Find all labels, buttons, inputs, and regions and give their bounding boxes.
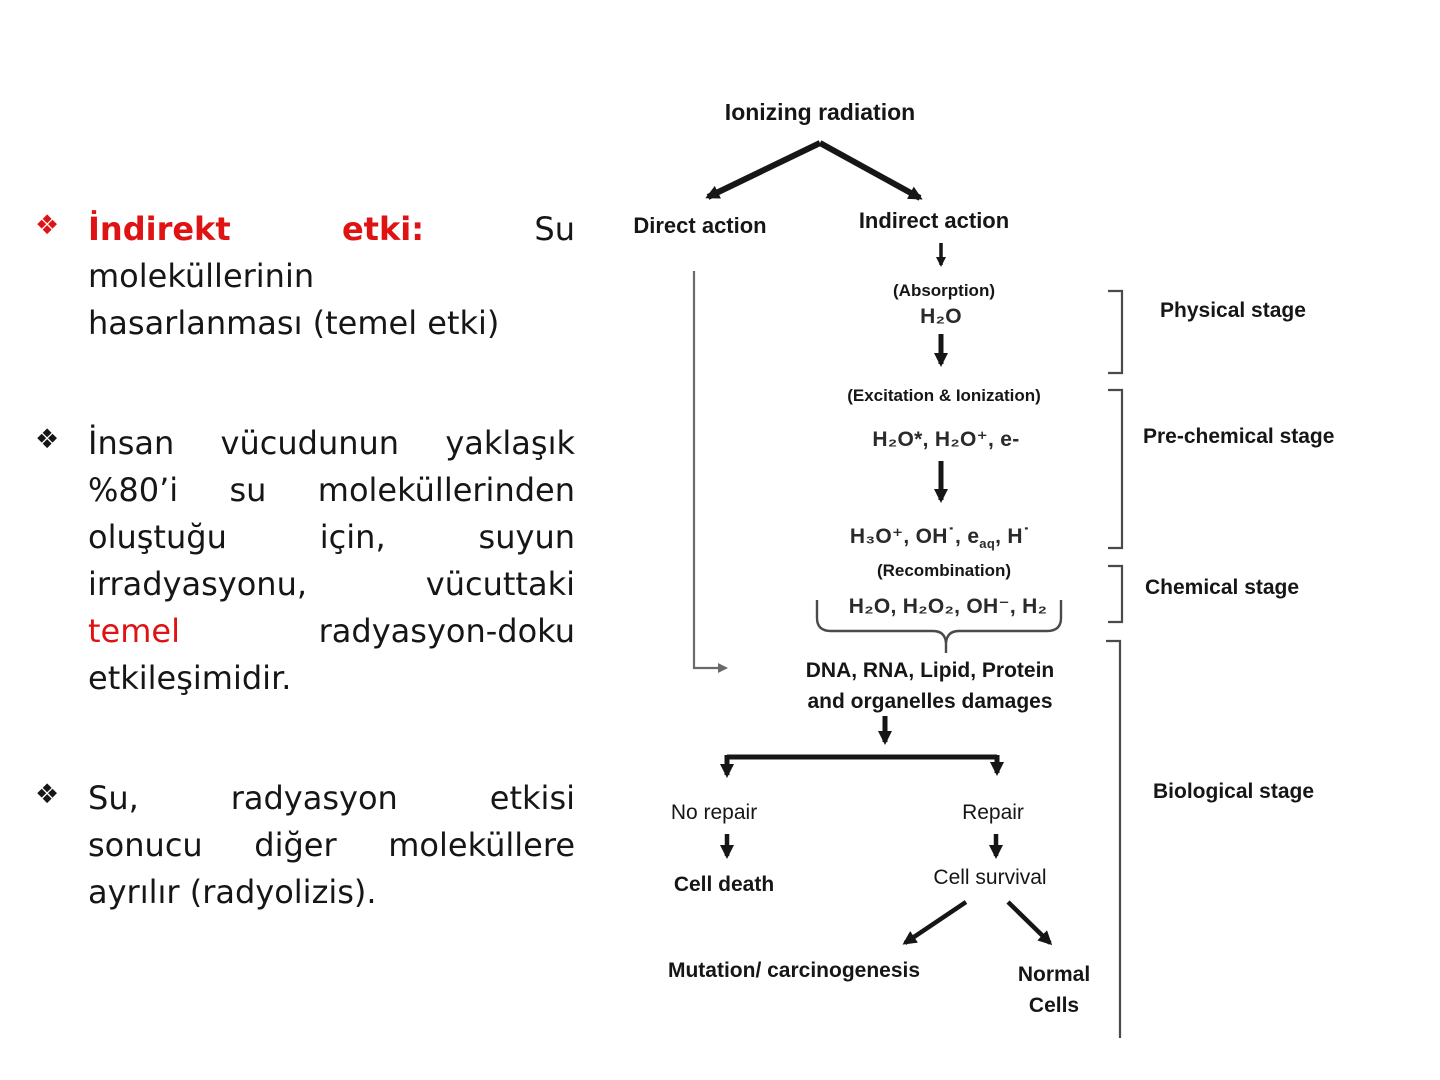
- node-mutation-carcinogenesis: Mutation/ carcinogenesis: [667, 959, 921, 982]
- bracket-biological-stage: [1106, 639, 1122, 1038]
- arrow-survival-to-mutation: [902, 900, 968, 945]
- bullet-insan-vucudu: ❖ İnsan vücudunun yaklaşık %80’i su mole…: [35, 420, 575, 702]
- label-biological-stage: Biological stage: [1153, 780, 1315, 803]
- text-line: etkileşimidir.: [88, 659, 292, 697]
- text-line: İndirekt etki: Su: [88, 210, 576, 248]
- normal-cells-line1: Normal: [1017, 963, 1091, 986]
- bullet-text: Su, radyasyon etkisi sonucu diğer molekü…: [88, 775, 575, 916]
- bullet-text: İnsan vücudunun yaklaşık %80’i su molekü…: [88, 420, 575, 702]
- node-radical-products: H₃O⁺, OH˙, eaq, H˙: [849, 525, 1031, 552]
- text-line: moleküllerinin: [88, 257, 315, 295]
- bullet-text: İndirekt etki: Su moleküllerinin hasarla…: [88, 206, 575, 347]
- arrow-survival-to-normal: [1006, 900, 1053, 946]
- node-damages: DNA, RNA, Lipid, Protein and organelles …: [806, 655, 1055, 717]
- bracket-prechemical-stage: [1108, 388, 1124, 550]
- label-physical-stage: Physical stage: [1160, 299, 1306, 322]
- bracket-chemical-stage: [1108, 564, 1124, 624]
- node-direct-action: Direct action: [633, 213, 767, 238]
- node-absorption-label: (Absorption): [893, 281, 995, 300]
- arrow-ionizing-to-indirect: [818, 140, 923, 201]
- node-h2o: H₂O: [920, 305, 962, 328]
- text-line: sonucu diğer moleküllere: [88, 826, 575, 864]
- label-prechemical-stage: Pre-chemical stage: [1143, 425, 1335, 448]
- normal-cells-line2: Cells: [1028, 994, 1080, 1017]
- bullet-radyolizis: ❖ Su, radyasyon etkisi sonucu diğer mole…: [35, 775, 575, 916]
- damages-line1: DNA, RNA, Lipid, Protein: [805, 659, 1055, 682]
- bullet-indirekt-etki: ❖ İndirekt etki: Su moleküllerinin hasar…: [35, 206, 575, 347]
- node-normal-cells: Normal Cells: [1018, 959, 1090, 1021]
- node-recombination-label: (Recombination): [876, 561, 1012, 580]
- text-line: %80’i su moleküllerinden: [88, 471, 575, 509]
- text-line: oluştuğu için, suyun: [88, 518, 575, 556]
- damages-line2: and organelles damages: [807, 690, 1053, 713]
- node-excitation-label: (Excitation & Ionization): [847, 386, 1041, 405]
- node-cell-death: Cell death: [673, 873, 775, 896]
- node-ionizing-radiation: Ionizing radiation: [724, 99, 916, 125]
- bullet-diamond-icon: ❖: [35, 424, 60, 455]
- text-line: Su, radyasyon etkisi: [88, 779, 575, 817]
- node-excitation-products: H₂O*, H₂O⁺, e-: [872, 428, 1020, 451]
- text-line: ayrılır (radyolizis).: [88, 873, 377, 911]
- node-recombination-products: H₂O, H₂O₂, OH⁻, H₂: [848, 595, 1048, 618]
- text-line: hasarlanması (temel etki): [88, 304, 500, 342]
- node-no-repair: No repair: [670, 801, 758, 824]
- arrow-direct-to-damages: [692, 271, 728, 673]
- text-line: temel radyasyon-doku: [88, 612, 575, 650]
- node-indirect-action: Indirect action: [858, 208, 1010, 233]
- text-line: İnsan vücudunun yaklaşık: [88, 424, 575, 462]
- label-chemical-stage: Chemical stage: [1145, 576, 1300, 599]
- arrow-ionizing-to-direct: [705, 140, 822, 200]
- text-line: irradyasyonu, vücuttaki: [88, 565, 575, 603]
- node-cell-survival: Cell survival: [933, 866, 1047, 889]
- bracket-physical-stage: [1108, 289, 1124, 375]
- node-repair: Repair: [962, 801, 1024, 824]
- bullet-diamond-icon: ❖: [35, 779, 60, 810]
- bullet-diamond-icon: ❖: [35, 210, 60, 241]
